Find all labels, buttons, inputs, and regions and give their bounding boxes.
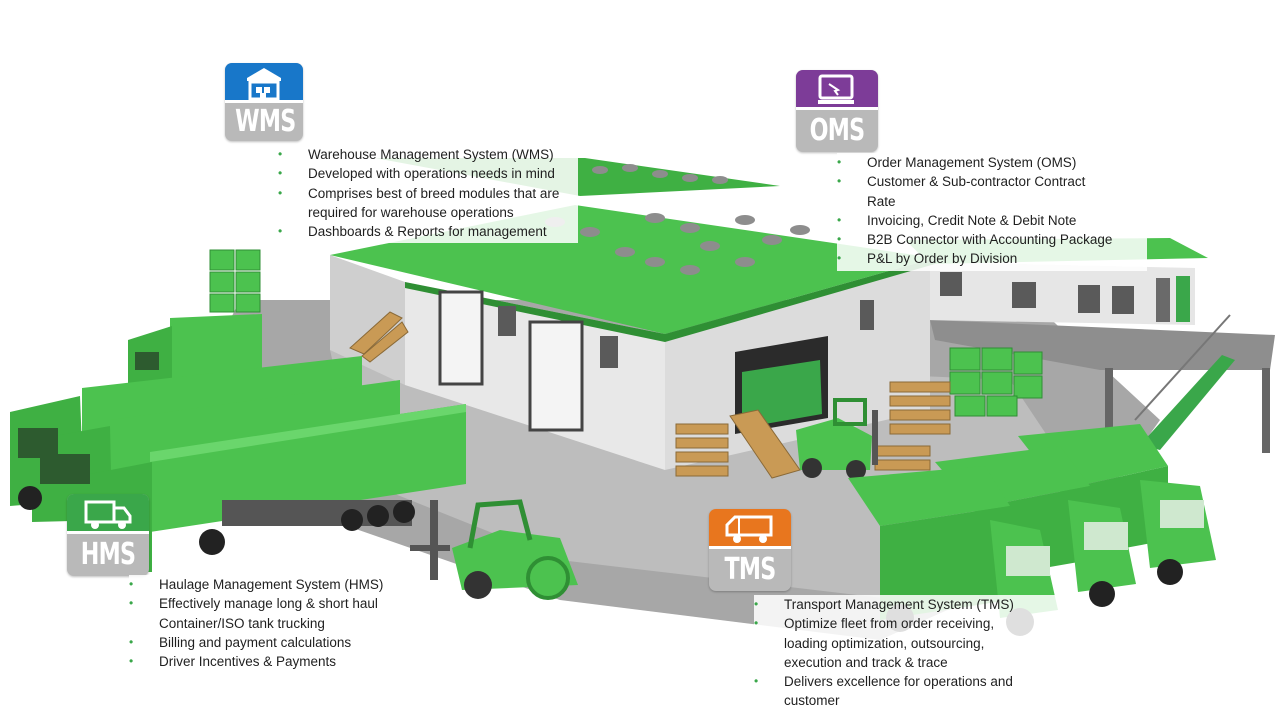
tms-panel: Transport Management System (TMS) Optimi… <box>754 595 1064 713</box>
computer-icon <box>818 74 854 104</box>
wms-badge-top <box>225 63 303 103</box>
warehouse-window <box>600 336 618 368</box>
office-window <box>1012 282 1036 308</box>
office-door <box>1156 278 1170 322</box>
warehouse-icon <box>247 68 281 101</box>
oms-bullet: B2B Connector with Accounting Package <box>837 230 1147 250</box>
hms-bullet: Effectively manage long & short haul Con… <box>129 594 414 633</box>
truck-icon <box>84 500 132 529</box>
hms-badge-label: HMS <box>80 537 136 572</box>
hms-bullet-list: Haulage Management System (HMS) Effectiv… <box>129 575 414 672</box>
forklift-bay <box>796 398 878 480</box>
wms-badge: WMS <box>225 63 303 141</box>
hms-badge-top <box>67 494 149 534</box>
tms-badge-label: TMS <box>724 552 776 587</box>
roller-door <box>438 290 484 386</box>
tms-badge: TMS <box>709 509 791 591</box>
oms-bullet: P&L by Order by Division <box>837 249 1147 269</box>
wms-badge-label: WMS <box>235 104 296 139</box>
wms-bullet: Dashboards & Reports for management <box>278 222 578 242</box>
hms-bullet: Haulage Management System (HMS) <box>129 575 414 595</box>
oms-badge-top <box>796 70 878 110</box>
office-door <box>1176 276 1190 322</box>
tms-bullet: Delivers excellence for operations and c… <box>754 672 1064 711</box>
forklift-front <box>410 499 578 600</box>
wms-bullet: Comprises best of breed modules that are… <box>278 184 578 223</box>
wms-bullet: Developed with operations needs in mind <box>278 164 578 184</box>
warehouse-left-wall <box>330 255 405 385</box>
wms-panel: Warehouse Management System (WMS) Develo… <box>278 145 578 244</box>
tms-bullet: Optimize fleet from order receiving, loa… <box>754 614 1064 672</box>
truck-fleet-right <box>848 424 1216 636</box>
warehouse-window <box>498 306 516 336</box>
hms-panel: Haulage Management System (HMS) Effectiv… <box>129 575 414 674</box>
bay-goods <box>742 360 822 428</box>
oms-panel: Order Management System (OMS) Customer &… <box>837 153 1147 271</box>
oms-bullet: Customer & Sub-contractor Contract Rate <box>837 172 1147 211</box>
wms-bullet-list: Warehouse Management System (WMS) Develo… <box>278 145 578 242</box>
wms-bullet: Warehouse Management System (WMS) <box>278 145 578 165</box>
office-wall <box>925 262 1195 325</box>
platform-post <box>1262 368 1270 453</box>
oms-badge: OMS <box>796 70 878 152</box>
hms-bullet: Billing and payment calculations <box>129 633 414 653</box>
office-window <box>1078 285 1100 313</box>
oms-bullet-list: Order Management System (OMS) Customer &… <box>837 153 1147 269</box>
oms-badge-label: OMS <box>809 113 865 148</box>
wooden-pallets <box>349 311 951 479</box>
office-window <box>940 272 962 296</box>
office-window <box>1112 286 1134 314</box>
platform-post <box>1105 368 1113 463</box>
tms-badge-top <box>709 509 791 549</box>
hms-bullet: Driver Incentives & Payments <box>129 652 414 672</box>
green-boxes-left <box>209 249 261 313</box>
green-stairs <box>1140 355 1235 450</box>
green-boxes-right <box>949 347 1043 417</box>
tms-bullet-list: Transport Management System (TMS) Optimi… <box>754 595 1064 711</box>
stair-rail <box>1134 314 1231 421</box>
hms-badge: HMS <box>67 494 149 576</box>
oms-bullet: Invoicing, Credit Note & Debit Note <box>837 211 1147 231</box>
van-icon <box>725 515 773 543</box>
warehouse-window <box>860 300 874 330</box>
oms-bullet: Order Management System (OMS) <box>837 153 1147 173</box>
truck-fleet-left <box>10 314 466 572</box>
loading-platform <box>930 320 1275 370</box>
roller-door <box>528 320 584 432</box>
tms-bullet: Transport Management System (TMS) <box>754 595 1064 615</box>
